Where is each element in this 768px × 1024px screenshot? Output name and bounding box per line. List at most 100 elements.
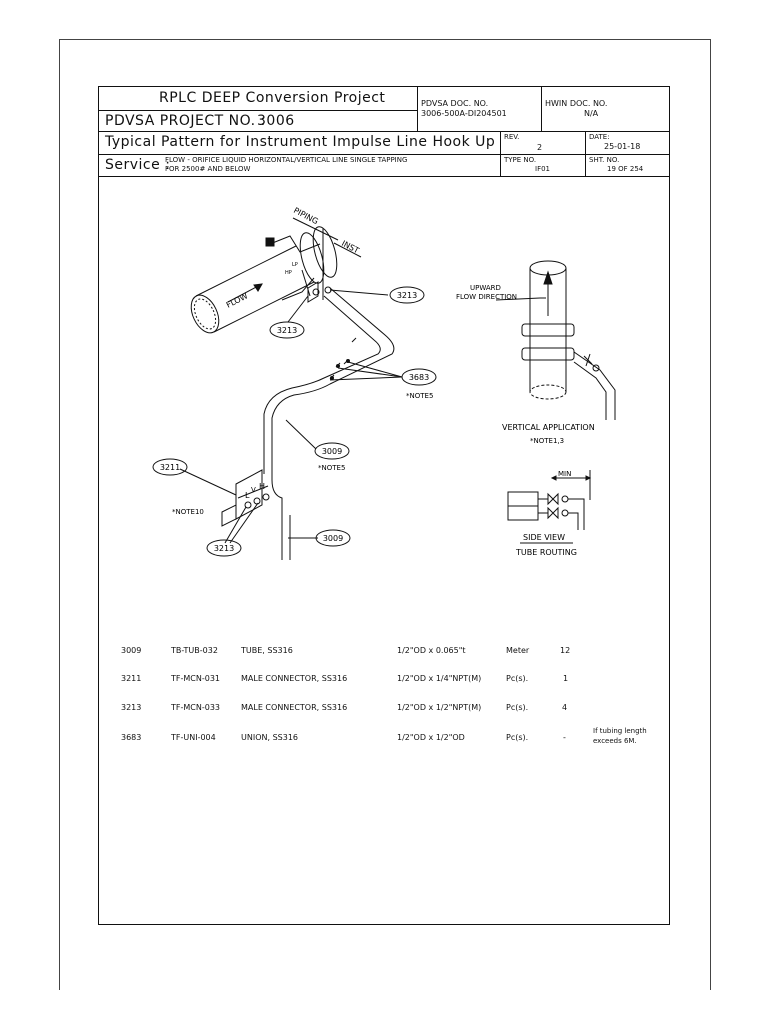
bom-size: 1/2"OD x 1/2"OD — [397, 733, 465, 742]
rev-label: REV. — [504, 133, 520, 141]
pdvsa-doc-no: 3006-500A-DI204501 — [421, 109, 507, 118]
sht-label: SHT. NO. — [589, 156, 620, 164]
bom-unit: Pc(s). — [506, 733, 529, 742]
service-line-1: FLOW - ORIFICE LIQUID HORIZONTAL/VERTICA… — [165, 156, 408, 164]
date-label: DATE: — [589, 133, 610, 141]
bom-item: 3213 — [121, 703, 142, 712]
tag-text: 3009 — [323, 534, 343, 543]
side-view-tube — [568, 498, 585, 530]
bom-desc: UNION, SS316 — [241, 733, 298, 742]
label-v: V — [251, 486, 256, 494]
vert-flange-bottom — [521, 347, 575, 361]
bom-unit: Pc(s). — [506, 703, 529, 712]
pipe-end — [190, 294, 220, 334]
bom-item: 3211 — [121, 674, 142, 683]
tag-text: 3683 — [409, 373, 429, 382]
bom-size: 1/2"OD x 0.065"t — [397, 646, 466, 655]
tag-3213-a — [389, 286, 425, 304]
label-note13: *NOTE1,3 — [530, 437, 564, 445]
title-divider — [99, 131, 669, 132]
flange — [269, 235, 321, 301]
project-title: RPLC DEEP Conversion Project — [159, 90, 386, 106]
tap-valve — [307, 281, 319, 303]
sht-no: 19 OF 254 — [607, 165, 644, 173]
tag-3683 — [401, 368, 437, 386]
label-hp: HP — [285, 270, 292, 276]
bom-desc: TUBE, SS316 — [241, 646, 293, 655]
bom-unit: Meter — [506, 646, 530, 655]
tag-text: 3211 — [160, 463, 180, 472]
bom-code: TB-TUB-032 — [171, 646, 218, 655]
project-no-label: PDVSA PROJECT NO. : — [105, 113, 266, 129]
vert-flange-top — [521, 323, 575, 337]
bom-item: 3683 — [121, 733, 142, 742]
hwin-doc-no: N/A — [584, 109, 599, 118]
bom-qty: 1 — [563, 674, 569, 683]
main-pipe — [195, 245, 315, 333]
label-inst: INST — [340, 239, 360, 256]
tag-text: 3213 — [397, 291, 417, 300]
label-vertical-application: VERTICAL APPLICATION — [502, 423, 595, 432]
label-l: L — [245, 491, 250, 500]
vert-tap-tube — [573, 351, 616, 420]
label-tube-routing: TUBE ROUTING — [515, 548, 577, 557]
label-min: MIN — [558, 470, 571, 478]
bom-remark: If tubing length — [593, 727, 647, 735]
paper-sheet — [59, 39, 711, 990]
orifice-flange — [299, 232, 325, 284]
title-divider — [417, 87, 418, 131]
impulse-tube — [271, 287, 395, 520]
label-piping: PIPING — [292, 206, 320, 226]
tag-text: 3009 — [322, 447, 342, 456]
rev-value: 2 — [537, 143, 543, 152]
date-value: 25-01-18 — [604, 142, 641, 151]
bom-remark: exceeds 6M. — [593, 737, 637, 745]
title-divider — [99, 154, 669, 155]
tag-text: 3213 — [214, 544, 234, 553]
hwin-doc-label: HWIN DOC. NO. — [545, 99, 608, 108]
title-divider — [500, 131, 501, 176]
title-divider — [541, 87, 542, 131]
title-divider — [585, 131, 586, 176]
label-lp: LP — [292, 262, 298, 268]
bom-code: TF-MCN-031 — [171, 674, 221, 683]
label-flow-direction: FLOW DIRECTION — [456, 293, 517, 301]
bom-qty: 4 — [562, 703, 568, 712]
drawing-frame: RPLC DEEP Conversion Project PDVSA PROJE… — [98, 86, 670, 925]
title-divider — [99, 176, 669, 177]
note-text: *NOTE10 — [172, 508, 204, 516]
bom-code: TF-UNI-004 — [171, 733, 216, 742]
bom-size: 1/2"OD x 1/4"NPT(M) — [397, 674, 482, 683]
label-h: H — [259, 482, 265, 491]
service-label: Service : — [105, 157, 171, 173]
bom-item: 3009 — [121, 646, 142, 655]
label-upward: UPWARD — [470, 284, 501, 292]
tag-3213-b — [269, 321, 305, 339]
bom-qty: - — [563, 733, 566, 742]
tag-3213-c — [206, 539, 242, 557]
tag-3009-a — [314, 442, 350, 460]
type-no: IF01 — [535, 165, 550, 173]
side-view-block — [507, 491, 539, 507]
bom-desc: MALE CONNECTOR, SS316 — [241, 674, 348, 683]
tag-3211 — [152, 458, 188, 476]
note-text: *NOTE5 — [318, 464, 345, 472]
pdvsa-doc-label: PDVSA DOC. NO. — [421, 99, 489, 108]
title-divider — [99, 110, 417, 111]
drawing-title: Typical Pattern for Instrument Impulse L… — [105, 134, 496, 150]
side-view-valves — [547, 492, 559, 520]
tag-3009-b — [315, 529, 351, 547]
project-no: 3006 — [257, 113, 295, 129]
bom-size: 1/2"OD x 1/2"NPT(M) — [397, 703, 482, 712]
tag-text: 3213 — [277, 326, 297, 335]
service-line-2: FOR 2500# AND BELOW — [165, 165, 251, 173]
bom-unit: Pc(s). — [506, 674, 529, 683]
note-text: *NOTE5 — [406, 392, 433, 400]
label-side-view: SIDE VIEW — [523, 533, 565, 542]
label-flow: FLOW — [225, 291, 250, 309]
bom-code: TF-MCN-033 — [171, 703, 221, 712]
bom-qty: 12 — [560, 646, 571, 655]
bom-desc: MALE CONNECTOR, SS316 — [241, 703, 348, 712]
type-label: TYPE NO. — [504, 156, 537, 164]
